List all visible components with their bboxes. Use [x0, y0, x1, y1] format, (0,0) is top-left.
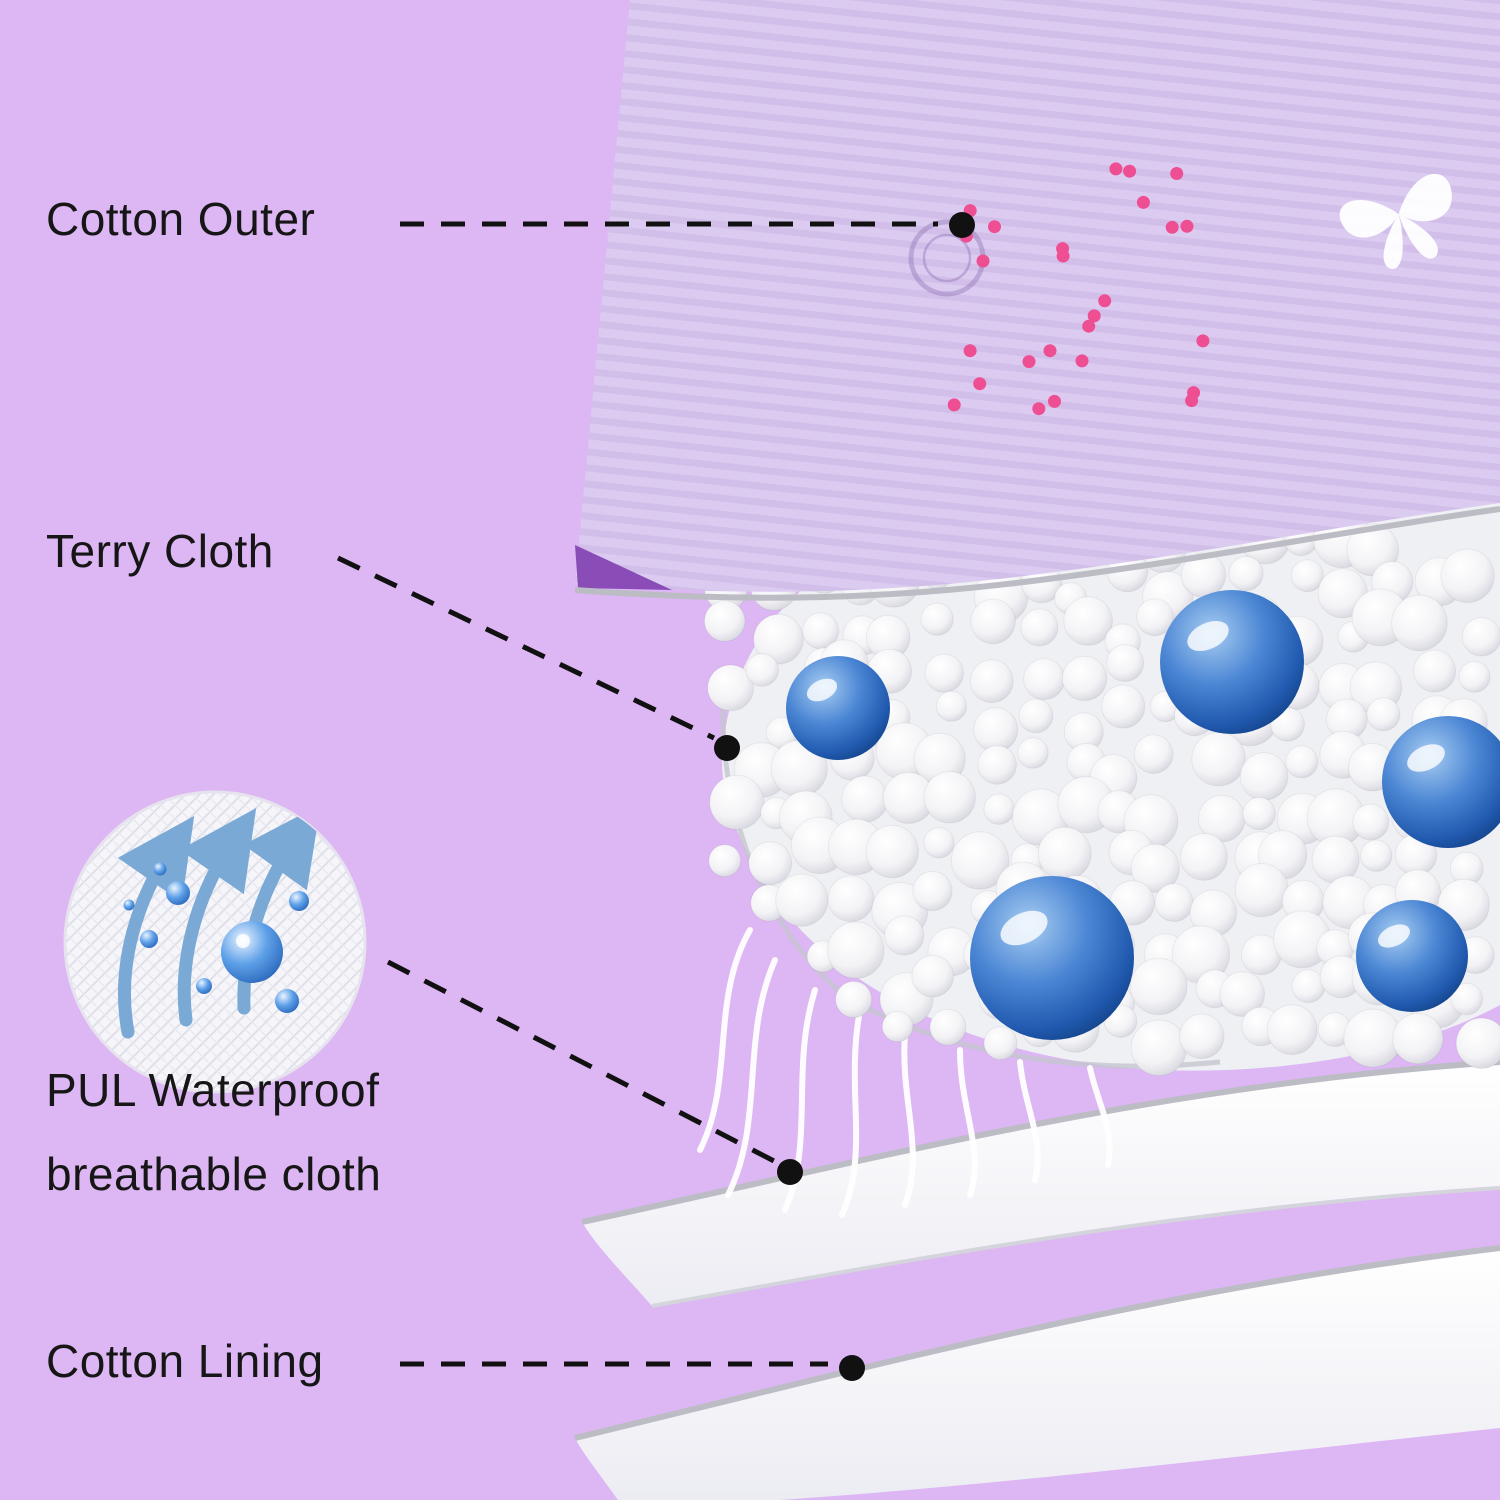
cotton-lining-layer — [574, 1245, 1500, 1500]
terry-cloth-label: Terry Cloth — [46, 525, 274, 577]
cotton-outer-leader-dot — [949, 212, 975, 238]
pul-label-line2: breathable cloth — [46, 1148, 382, 1200]
cotton-lining-label: Cotton Lining — [46, 1335, 324, 1387]
terry-cloth-leader-line — [336, 555, 716, 741]
cotton-outer-label: Cotton Outer — [46, 193, 316, 245]
cotton-lining-leader-dot — [839, 1355, 865, 1381]
butterfly-print — [1339, 173, 1452, 269]
fabric-pink-dots — [947, 162, 1210, 416]
pul-layer — [581, 1059, 1500, 1308]
waterproof-breathable-inset — [63, 790, 367, 1094]
pul-leader-dot — [777, 1159, 803, 1185]
fabric-fold — [575, 545, 672, 590]
terry-cloth-leader-dot — [714, 735, 740, 761]
pul-label-line1: PUL Waterproof — [46, 1064, 380, 1116]
waterproof-droplet-icon — [123, 862, 309, 1013]
pul-leader-line — [386, 959, 778, 1165]
pul-label: PUL Waterproof breathable cloth — [46, 1048, 381, 1216]
gel-beads — [786, 590, 1500, 1040]
cotton-outer-fabric — [574, 0, 1500, 601]
